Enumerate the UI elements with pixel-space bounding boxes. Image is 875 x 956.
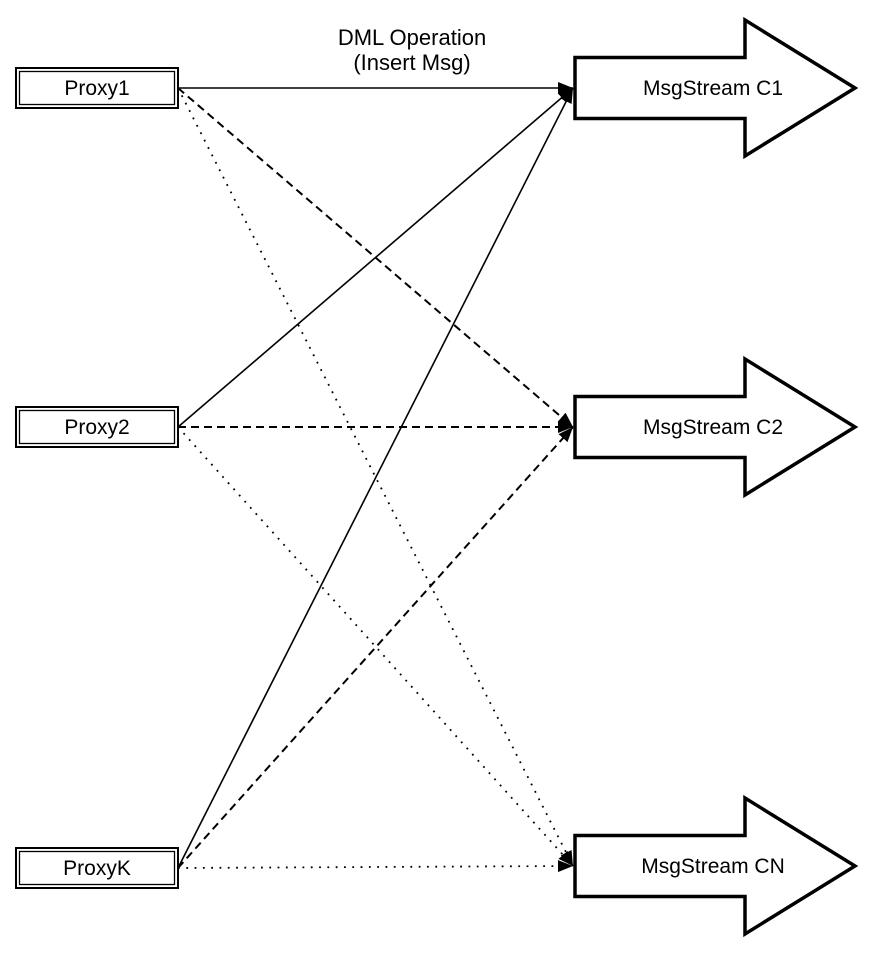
proxy2-box-inner-border	[18, 409, 176, 445]
proxy2-label: Proxy2	[64, 416, 129, 439]
node-msgstream-c1: MsgStream C1	[573, 16, 859, 160]
proxy2-box	[15, 406, 179, 448]
edge-proxyk-c2	[177, 426, 574, 869]
edge-proxy2-cn	[177, 426, 574, 867]
edges-layer	[177, 82, 574, 873]
proxy1-box	[15, 67, 179, 109]
msgstream-c2-arrow-shape	[573, 355, 859, 499]
diagram-title-line2: (Insert Msg)	[353, 50, 470, 75]
proxy1-label: Proxy1	[64, 77, 129, 100]
msgstream-c2-label: MsgStream C2	[643, 416, 783, 439]
msgstream-cn-label: MsgStream CN	[641, 855, 785, 878]
node-proxy2: Proxy2	[15, 406, 179, 448]
proxyk-box	[15, 847, 179, 889]
proxyk-box-inner-border	[18, 850, 176, 886]
edge-proxyk-cn	[177, 860, 574, 873]
proxyk-label: ProxyK	[63, 857, 131, 880]
msgstream-cn-arrow-shape	[573, 794, 859, 938]
node-proxy1: Proxy1	[15, 67, 179, 109]
node-proxyk: ProxyK	[15, 847, 179, 889]
diagram-title-line1: DML Operation	[338, 25, 486, 50]
edge-proxyk-c1	[177, 87, 574, 869]
edge-proxy2-c1	[177, 87, 574, 428]
msgstream-c1-label: MsgStream C1	[643, 77, 783, 100]
node-msgstream-cn: MsgStream CN	[573, 794, 859, 938]
msgstream-c1-arrow-shape	[573, 16, 859, 160]
proxy1-box-inner-border	[18, 70, 176, 106]
node-msgstream-c2: MsgStream C2	[573, 355, 859, 499]
